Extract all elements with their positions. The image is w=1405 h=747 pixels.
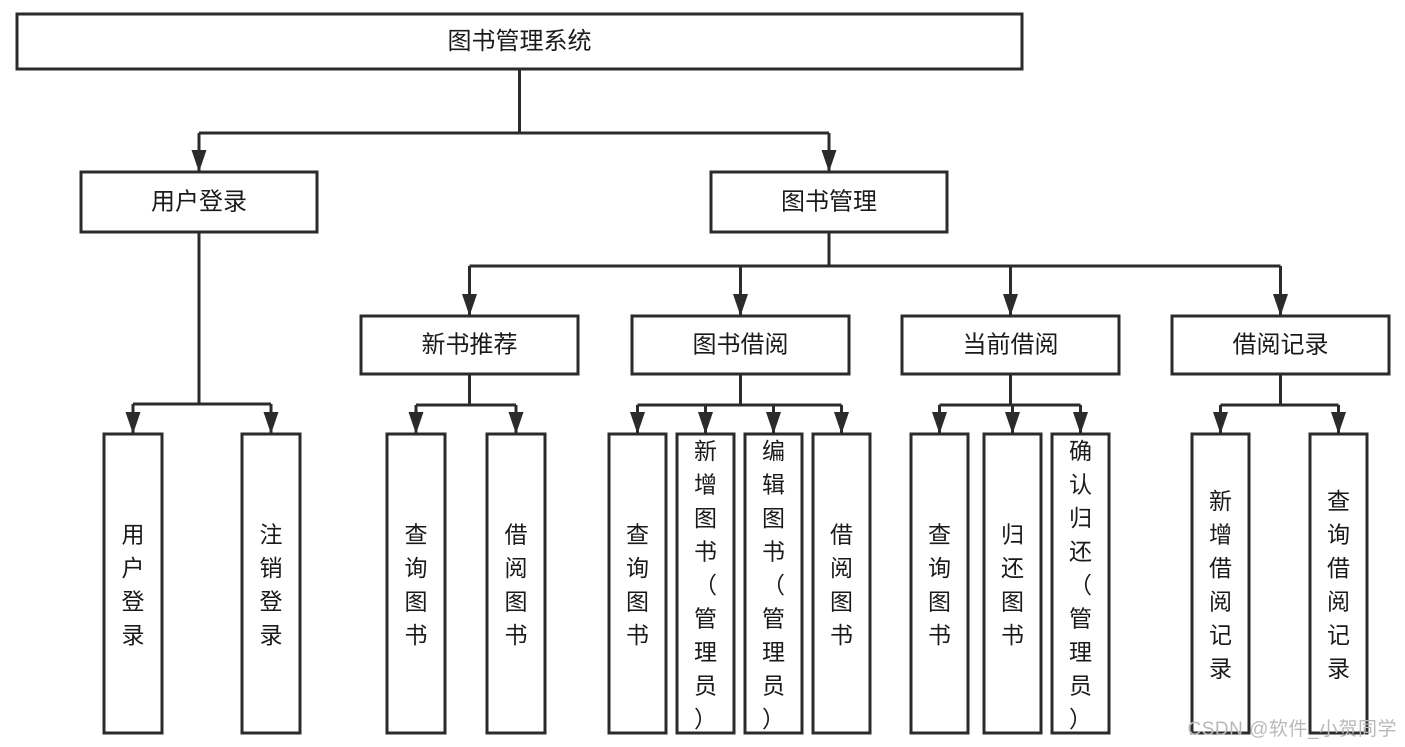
arrow-head-icon xyxy=(1331,412,1346,434)
node-label-leaf-query-borrow-record: 查询借阅记录 xyxy=(1327,488,1350,681)
node-leaf-borrow-book-recommend[interactable]: 借阅图书 xyxy=(485,432,547,735)
node-label-current-borrow: 当前借阅 xyxy=(963,331,1059,358)
node-leaf-add-borrow-record[interactable]: 新增借阅记录 xyxy=(1190,432,1251,735)
node-leaf-query-borrow-record[interactable]: 查询借阅记录 xyxy=(1308,432,1369,735)
arrow-head-icon xyxy=(508,412,524,434)
node-label-borrow-record: 借阅记录 xyxy=(1233,331,1329,358)
node-box-root xyxy=(15,12,1024,71)
node-label-leaf-add-borrow-record: 新增借阅记录 xyxy=(1209,488,1232,681)
node-new-book-recommend[interactable]: 新书推荐 xyxy=(359,314,580,376)
node-leaf-borrow-book[interactable]: 借阅图书 xyxy=(811,432,872,735)
arrow-head-icon xyxy=(733,294,748,316)
arrow-head-icon xyxy=(1073,412,1088,434)
node-label-user-login: 用户登录 xyxy=(151,188,247,215)
node-box-leaf-user-login xyxy=(102,432,164,735)
node-box-leaf-query-book-current xyxy=(909,432,970,735)
arrow-head-icon xyxy=(125,412,141,434)
node-box-book-management xyxy=(709,170,949,234)
node-label-leaf-logout: 注销登录 xyxy=(260,522,283,649)
node-box-leaf-confirm-return-admin xyxy=(1050,432,1111,735)
node-label-new-book-recommend: 新书推荐 xyxy=(422,331,518,358)
node-box-book-borrow xyxy=(630,314,851,376)
node-current-borrow[interactable]: 当前借阅 xyxy=(900,314,1121,376)
node-box-leaf-add-book-admin xyxy=(675,432,736,735)
node-box-leaf-query-book-recommend xyxy=(385,432,447,735)
node-box-leaf-borrow-book-recommend xyxy=(485,432,547,735)
node-box-leaf-query-borrow-record xyxy=(1308,432,1369,735)
node-label-leaf-edit-book-admin: 编辑图书（管理员） xyxy=(762,438,785,732)
node-label-leaf-query-book-recommend: 查询图书 xyxy=(405,522,428,649)
arrow-head-icon xyxy=(821,150,837,172)
node-leaf-confirm-return-admin[interactable]: 确认归还（管理员） xyxy=(1050,432,1111,735)
arrow-head-icon xyxy=(698,412,713,434)
node-box-user-login xyxy=(79,170,319,234)
node-label-leaf-query-book-borrow: 查询图书 xyxy=(626,522,649,649)
node-box-leaf-query-book-borrow xyxy=(607,432,668,735)
node-label-leaf-query-book-current: 查询图书 xyxy=(928,522,951,649)
node-box-borrow-record xyxy=(1170,314,1391,376)
node-root[interactable]: 图书管理系统 xyxy=(15,12,1024,71)
node-box-leaf-return-book xyxy=(982,432,1043,735)
node-box-leaf-edit-book-admin xyxy=(743,432,804,735)
arrow-head-icon xyxy=(1003,294,1018,316)
arrow-head-icon xyxy=(834,412,849,434)
node-leaf-query-book-borrow[interactable]: 查询图书 xyxy=(607,432,668,735)
node-label-leaf-add-book-admin: 新增图书（管理员） xyxy=(694,438,717,732)
arrow-head-icon xyxy=(462,294,477,316)
node-label-root: 图书管理系统 xyxy=(448,28,592,55)
node-label-leaf-borrow-book-recommend: 借阅图书 xyxy=(505,522,528,649)
node-box-new-book-recommend xyxy=(359,314,580,376)
node-label-leaf-user-login: 用户登录 xyxy=(122,522,145,649)
arrow-head-icon xyxy=(408,412,424,434)
node-box-leaf-logout xyxy=(240,432,302,735)
arrow-head-icon xyxy=(1213,412,1228,434)
node-label-book-borrow: 图书借阅 xyxy=(693,331,789,358)
node-leaf-add-book-admin[interactable]: 新增图书（管理员） xyxy=(675,432,736,735)
arrow-head-icon xyxy=(263,412,279,434)
node-user-login[interactable]: 用户登录 xyxy=(79,170,319,234)
node-box-current-borrow xyxy=(900,314,1121,376)
node-leaf-user-login[interactable]: 用户登录 xyxy=(102,432,164,735)
node-layer: 图书管理系统用户登录图书管理新书推荐图书借阅当前借阅借阅记录用户登录注销登录查询… xyxy=(15,12,1391,735)
node-label-leaf-return-book: 归还图书 xyxy=(1001,522,1024,649)
node-borrow-record[interactable]: 借阅记录 xyxy=(1170,314,1391,376)
node-leaf-query-book-recommend[interactable]: 查询图书 xyxy=(385,432,447,735)
arrow-head-icon xyxy=(766,412,781,434)
node-label-leaf-confirm-return-admin: 确认归还（管理员） xyxy=(1069,438,1092,732)
arrow-head-icon xyxy=(932,412,947,434)
node-leaf-logout[interactable]: 注销登录 xyxy=(240,432,302,735)
connector-layer xyxy=(125,69,1346,434)
node-book-borrow[interactable]: 图书借阅 xyxy=(630,314,851,376)
node-leaf-return-book[interactable]: 归还图书 xyxy=(982,432,1043,735)
node-leaf-query-book-current[interactable]: 查询图书 xyxy=(909,432,970,735)
node-box-leaf-add-borrow-record xyxy=(1190,432,1251,735)
node-box-leaf-borrow-book xyxy=(811,432,872,735)
node-label-leaf-borrow-book: 借阅图书 xyxy=(830,522,853,649)
arrow-head-icon xyxy=(1005,412,1020,434)
arrow-head-icon xyxy=(630,412,645,434)
arrow-head-icon xyxy=(191,150,207,172)
node-leaf-edit-book-admin[interactable]: 编辑图书（管理员） xyxy=(743,432,804,735)
node-label-book-management: 图书管理 xyxy=(781,188,877,215)
arrow-head-icon xyxy=(1273,294,1288,316)
node-book-management[interactable]: 图书管理 xyxy=(709,170,949,234)
